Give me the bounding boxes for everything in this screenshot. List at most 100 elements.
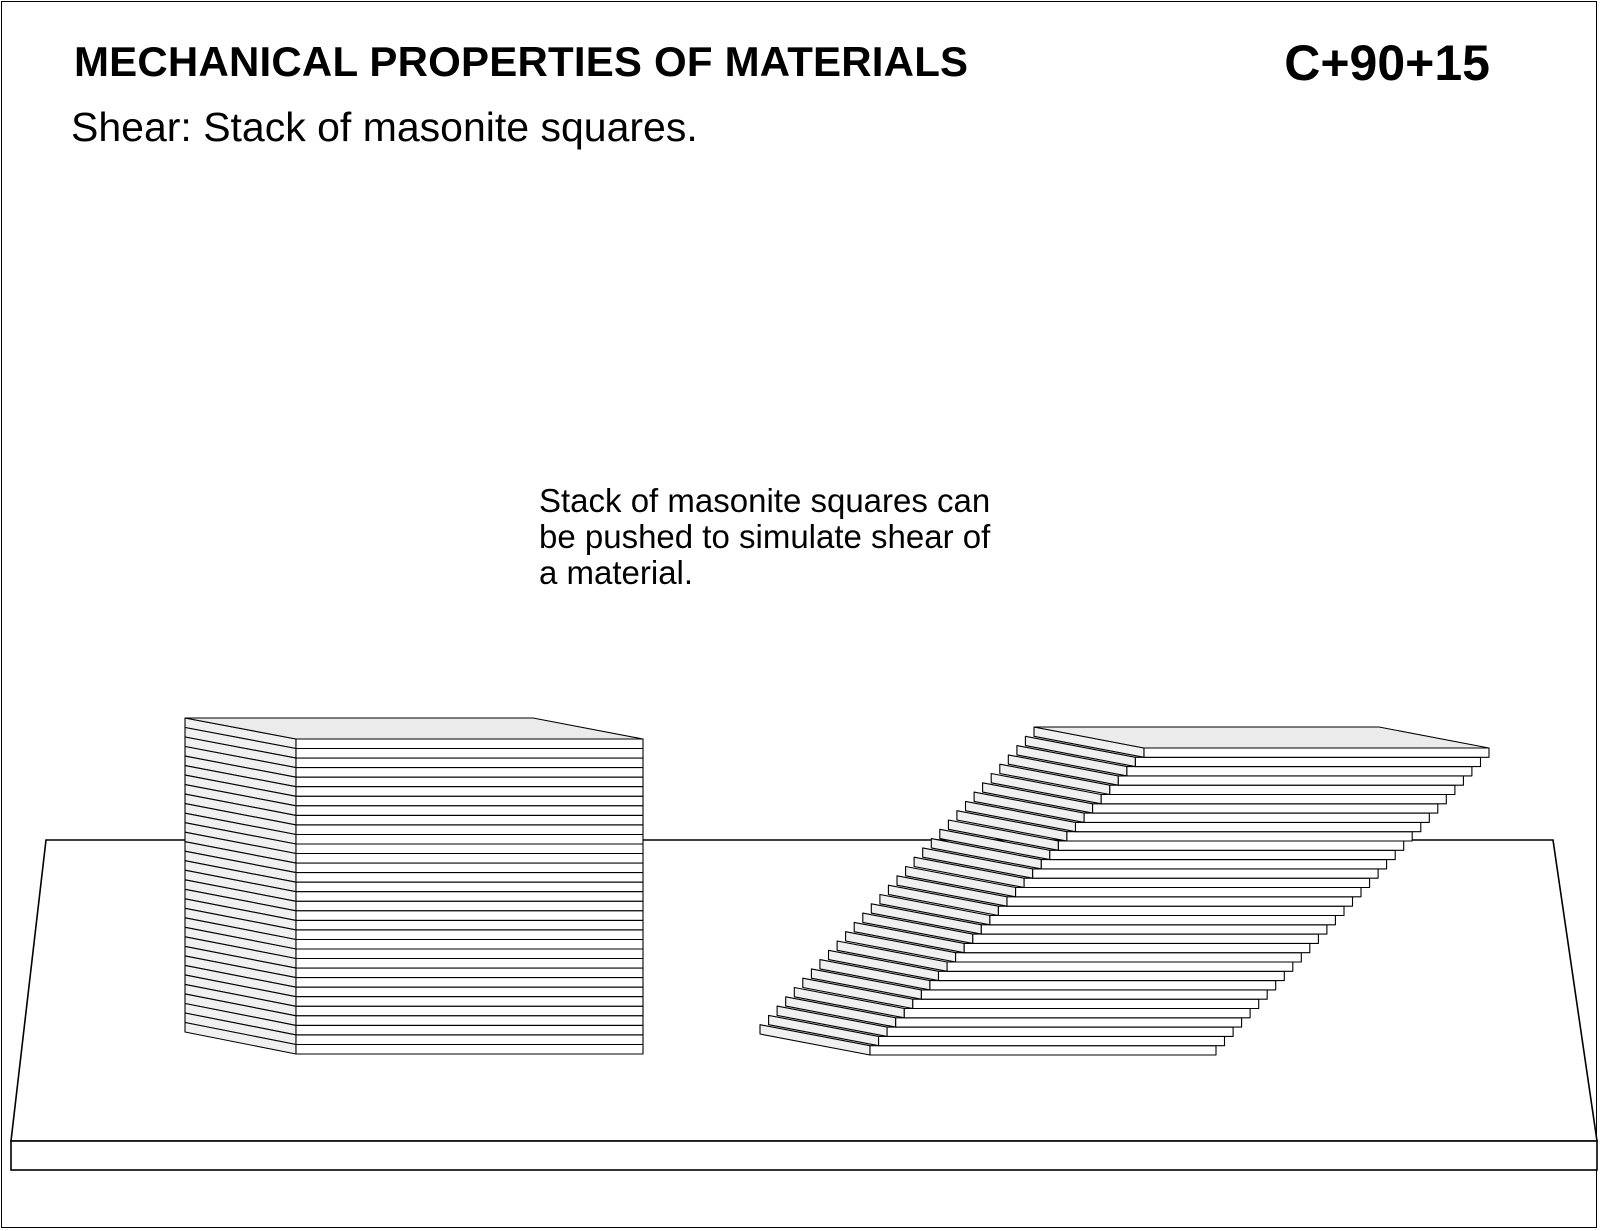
sheared-plate-front [929, 980, 1277, 991]
sheared-plate-front [1109, 784, 1456, 796]
sheared-plate-front [920, 989, 1268, 1000]
upright-plate-front [295, 977, 644, 988]
sheared-plate-front [1100, 793, 1447, 805]
sheared-plate [862, 912, 1319, 944]
upright-plate-front [295, 986, 644, 998]
sheared-plate [759, 1024, 1217, 1056]
upright-plate-front [295, 967, 644, 979]
sheared-plate-front [903, 1007, 1251, 1019]
sheared-plate [827, 949, 1285, 982]
slide-title: MECHANICAL PROPERTIES OF MATERIALS [74, 38, 969, 85]
sheared-plate [896, 875, 1354, 907]
upright-plate-front [295, 786, 644, 797]
sheared-plate [845, 931, 1302, 963]
sheared-plate [964, 800, 1422, 833]
sheared-stack [759, 726, 1490, 1056]
upright-plate-front [295, 891, 644, 902]
upright-plate-front [295, 843, 644, 855]
sheared-plate-front [937, 970, 1285, 982]
sheared-plate [930, 838, 1388, 870]
upright-stack [184, 717, 644, 1055]
sheared-plate-front [1006, 896, 1354, 907]
upright-plate-front [295, 852, 644, 864]
upright-plate-front [295, 757, 644, 769]
sheared-plate [1016, 745, 1473, 777]
sheared-plate [853, 921, 1311, 954]
sheared-plate [1033, 726, 1490, 758]
upright-plate-front [295, 1024, 644, 1036]
sheared-plate-front [1049, 849, 1396, 861]
sheared-plate-front [1057, 840, 1405, 851]
sheared-plate-front [980, 924, 1328, 935]
sheared-plate [870, 903, 1328, 935]
upright-plate-front [295, 833, 644, 845]
sheared-plate [999, 763, 1456, 796]
upright-plate-front [295, 747, 644, 759]
upright-plate-front [295, 957, 644, 969]
upright-plate-front [295, 1034, 644, 1046]
upright-plate-front [295, 938, 644, 950]
upright-plate-front [295, 910, 644, 921]
sheared-plate [913, 856, 1371, 889]
sheared-plate-front [1074, 821, 1422, 833]
sheared-plate-front [912, 998, 1260, 1010]
sheared-plate-front [1092, 803, 1439, 814]
caption-line: Stack of masonite squares can [539, 482, 991, 519]
upright-plate-front [295, 1043, 644, 1055]
upright-plate-front [295, 1015, 644, 1026]
sheared-plate-front [1126, 766, 1473, 777]
upright-plate-front [295, 738, 644, 750]
upright-stack-top [184, 717, 644, 740]
upright-plate-front [295, 929, 644, 941]
upright-plate-front [295, 948, 644, 960]
sheared-plate-front [963, 942, 1311, 954]
sheared-plate-front [878, 1035, 1226, 1047]
upright-plate-front [295, 900, 644, 912]
upright-plate-front [295, 795, 644, 807]
upright-plate-front [295, 862, 644, 874]
sheared-plate-front [1117, 775, 1464, 786]
sheared-plate-front [1143, 747, 1490, 758]
sheared-plate [879, 893, 1336, 926]
sheared-plate-front [989, 914, 1336, 926]
upright-plate-front [295, 814, 644, 826]
upright-plate-front [295, 919, 644, 931]
sheared-stack-top [1033, 726, 1490, 749]
sheared-plate-front [972, 933, 1319, 944]
sheared-plate [947, 819, 1405, 851]
sheared-plate-front [946, 961, 1294, 972]
upright-plate-front [295, 996, 644, 1007]
upright-plate-front [295, 824, 644, 836]
sheared-plate [887, 884, 1345, 917]
upright-plate-front [295, 805, 644, 816]
upright-plate-front [295, 872, 644, 883]
caption-line: a material. [539, 554, 694, 591]
upright-plate-front [295, 776, 644, 788]
sheared-plate-front [997, 905, 1345, 917]
sheared-plate-front [1083, 812, 1430, 823]
sheared-plate [802, 977, 1260, 1010]
upright-plate-front [295, 881, 644, 893]
sheared-plate-front [886, 1026, 1234, 1037]
slide-subtitle: Shear: Stack of masonite squares. [71, 104, 698, 150]
sheared-plate [905, 865, 1362, 898]
sheared-plate [982, 782, 1439, 814]
sheared-plate-front [1066, 831, 1413, 842]
upright-plate-front [295, 1005, 644, 1017]
sheared-plate-front [895, 1017, 1243, 1028]
sheared-plate-front [1032, 868, 1379, 879]
slide-code: C+90+15 [1284, 35, 1490, 91]
sheared-plate [990, 772, 1447, 805]
caption: Stack of masonite squares can be pushed … [539, 483, 990, 591]
sheared-plate-front [869, 1045, 1217, 1056]
sheared-plate-front [1015, 886, 1362, 898]
sheared-plate-front [1023, 877, 1371, 889]
sheared-plate [785, 996, 1243, 1028]
sheared-plate-front [1040, 859, 1388, 870]
caption-line: be pushed to simulate shear of [539, 518, 991, 555]
sheared-plate-front [955, 952, 1302, 963]
sheared-plate-front [1134, 756, 1482, 768]
